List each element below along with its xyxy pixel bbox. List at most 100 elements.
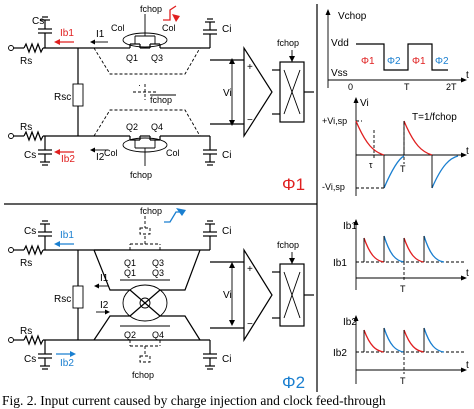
p2-q4-label: Q4 — [152, 330, 164, 340]
cs-label-top: Cs — [32, 16, 44, 27]
p2-i2-label: I2 — [100, 300, 109, 311]
vss-label: Vss — [331, 68, 348, 79]
vchop-phi1b: Φ1 — [412, 56, 426, 67]
vchop-phi2b: Φ2 — [435, 56, 449, 67]
p2-ci-label-bottom: Ci — [222, 354, 231, 365]
ib2-label: Ib2 — [61, 154, 75, 165]
q4-label: Q4 — [151, 122, 163, 132]
p2-fchop-label-bottom: fchop — [132, 370, 154, 380]
plot-ib1: Ib1 Ib1 T t — [333, 219, 469, 294]
fchop-label-top: fchop — [140, 4, 162, 14]
ib1-tick-T: T — [400, 284, 406, 294]
vi-formula: T=1/fchop — [412, 112, 457, 123]
p2-input-terminal-bottom — [8, 337, 14, 343]
p2-rs-label-bottom: Rs — [20, 326, 32, 337]
vi-label: Vi — [223, 88, 232, 99]
p2-opamp — [243, 247, 273, 343]
fchop-label-mid-upper: · — [138, 80, 141, 90]
vchop-title: Vchop — [338, 11, 367, 22]
p2-input-terminal-top — [8, 247, 14, 253]
col-label-bl: Col — [104, 148, 118, 158]
p2-fchop-label-output: fchop — [277, 240, 299, 250]
p2-cross-2 — [129, 289, 161, 317]
ib1-pulse-blue-2 — [423, 235, 445, 263]
plot-vi: Vi +Vi,sp -Vi,sp T=1/fchop t τ T — [322, 97, 469, 196]
vi-t: t — [466, 146, 469, 157]
p2-rsc-label: Rsc — [54, 294, 71, 305]
col-overlap-top — [122, 32, 168, 48]
rs-resistor-top — [23, 42, 44, 54]
fchop-label-mid: fchop — [150, 95, 172, 105]
clock-edge-blue — [164, 211, 182, 223]
ci-label-top: Ci — [222, 24, 231, 35]
vchop-phi2a: Φ2 — [387, 56, 401, 67]
fchop-label-bottom: fchop — [130, 170, 152, 180]
vchop-t: t — [466, 70, 469, 81]
p2-i1-label: I1 — [100, 273, 109, 284]
i1-label: I1 — [96, 29, 105, 40]
q3-label: Q3 — [151, 53, 163, 63]
vchop-phi1a: Φ1 — [361, 56, 375, 67]
p2-ib1-label: Ib1 — [60, 230, 74, 241]
ib1-pulse-red-2 — [403, 237, 425, 263]
input-terminal-bottom — [8, 133, 14, 139]
opamp — [243, 45, 273, 139]
ib1-plot-level: Ib1 — [333, 258, 347, 269]
rsc-label: Rsc — [54, 92, 71, 103]
p2-fchop-label-top: fchop — [140, 206, 162, 216]
rs-resistor-bottom — [23, 130, 44, 142]
ib2-t: t — [466, 360, 469, 371]
p2-vi-label: Vi — [223, 290, 232, 301]
ib2-tick-T: T — [400, 376, 406, 386]
phase2-label: Φ2 — [282, 373, 305, 392]
input-terminal-top — [8, 45, 14, 51]
rsc-resistor — [72, 83, 84, 107]
plot-ib2: Ib2 Ib2 T t — [333, 315, 469, 386]
ib2-plot-level: Ib2 — [333, 348, 347, 359]
p2-q2-label: Q2 — [124, 330, 136, 340]
rs-label-bottom: Rs — [20, 122, 32, 133]
ci-label-bottom: Ci — [222, 150, 231, 161]
p2-ci-label-top: Ci — [222, 226, 231, 237]
phase2-circuit: Cs Rs Ib1 fchop Q1 Q3 Q1 Q3 Q2 Q4 — [8, 206, 314, 392]
p2-cs-label-top: Cs — [24, 226, 36, 237]
phase1-circuit: Cs Rs Ib1 I1 Col Col Q1 Q3 fchop — [8, 4, 314, 194]
vi-tau: τ — [369, 160, 373, 170]
opamp-minus: − — [247, 115, 253, 126]
p2-q1-label-inner: Q1 — [124, 268, 136, 278]
vchop-waveform — [356, 43, 448, 71]
vi-title: Vi — [360, 98, 369, 109]
ib1-pulse-red-1 — [363, 237, 385, 263]
ib2-pulse-blue-2 — [423, 327, 445, 353]
ib1-label: Ib1 — [60, 28, 74, 39]
p2-rs-label-top: Rs — [20, 258, 32, 269]
vi-tick-T: T — [400, 164, 406, 174]
ib1-pulse-blue-1 — [383, 235, 405, 263]
fchop-label-output: fchop — [277, 38, 299, 48]
col-label-tr: Col — [162, 23, 176, 33]
col-label-br: Col — [166, 148, 180, 158]
vi-decay-red-1 — [355, 120, 385, 156]
ib2-pulse-red-1 — [363, 329, 385, 353]
p2-q1-label: Q1 — [124, 258, 136, 268]
vchop-tick-2T: 2T — [446, 82, 457, 92]
vi-decay-blue-2 — [431, 155, 459, 189]
ib2-pulse-red-2 — [403, 329, 425, 353]
vi-neg-label: -Vi,sp — [322, 182, 345, 192]
p2-ib2-label: Ib2 — [60, 358, 74, 369]
vdd-label: Vdd — [331, 38, 349, 49]
ib2-pulse-blue-1 — [383, 327, 405, 353]
vi-decay-red-2 — [403, 120, 433, 156]
ib2-plot-title: Ib2 — [343, 317, 357, 328]
p2-cs-label-bottom: Cs — [24, 354, 36, 365]
p2-rsc-resistor — [72, 285, 84, 309]
figure-caption: Fig. 2. Input current caused by charge i… — [2, 393, 386, 408]
vchop-tick-0: 0 — [348, 82, 353, 92]
cs-label-bottom: Cs — [24, 150, 36, 161]
col-label-tl: Col — [111, 23, 125, 33]
ib1-plot-title: Ib1 — [343, 221, 357, 232]
clock-edge-red — [163, 5, 177, 21]
col-overlap-bottom — [122, 137, 168, 153]
q1-label: Q1 — [126, 53, 138, 63]
